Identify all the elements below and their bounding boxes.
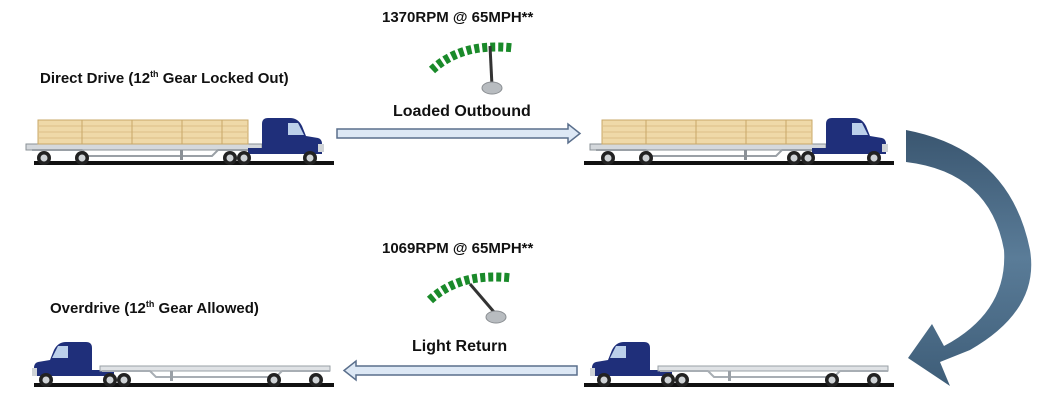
rpm-gauge-icon [428,42,515,95]
direction-arrow-icon [336,122,582,145]
truck-loaded-icon [589,117,889,166]
truck-empty-icon [31,341,331,388]
bottom-mode-prefix: Overdrive (12 [50,300,146,317]
top-mode-prefix: Direct Drive (12 [40,70,151,87]
bottom-mode-suffix: Gear Allowed) [154,300,259,317]
bottom-road [34,383,894,387]
bottom-mode-label: Overdrive (12th Gear Allowed) [50,299,259,318]
truck-empty-icon [589,341,889,388]
truck-loaded-icon [25,117,325,166]
top-mode-sup: th [150,69,159,79]
rpm-gauge-icon [426,272,513,324]
top-mode-label: Direct Drive (12th Gear Locked Out) [40,69,289,88]
top-road [34,161,894,165]
top-trip-label: Loaded Outbound [393,103,531,120]
bottom-trip-label: Light Return [412,338,508,355]
bottom-rpm-label: 1069RPM @ 65MPH** [382,240,534,257]
top-rpm-label: 1370RPM @ 65MPH** [382,9,534,26]
return-curve-arrow-icon [906,130,1032,386]
direction-arrow-icon [342,359,578,382]
top-mode-suffix: Gear Locked Out) [158,70,289,87]
bottom-mode-sup: th [145,299,155,309]
